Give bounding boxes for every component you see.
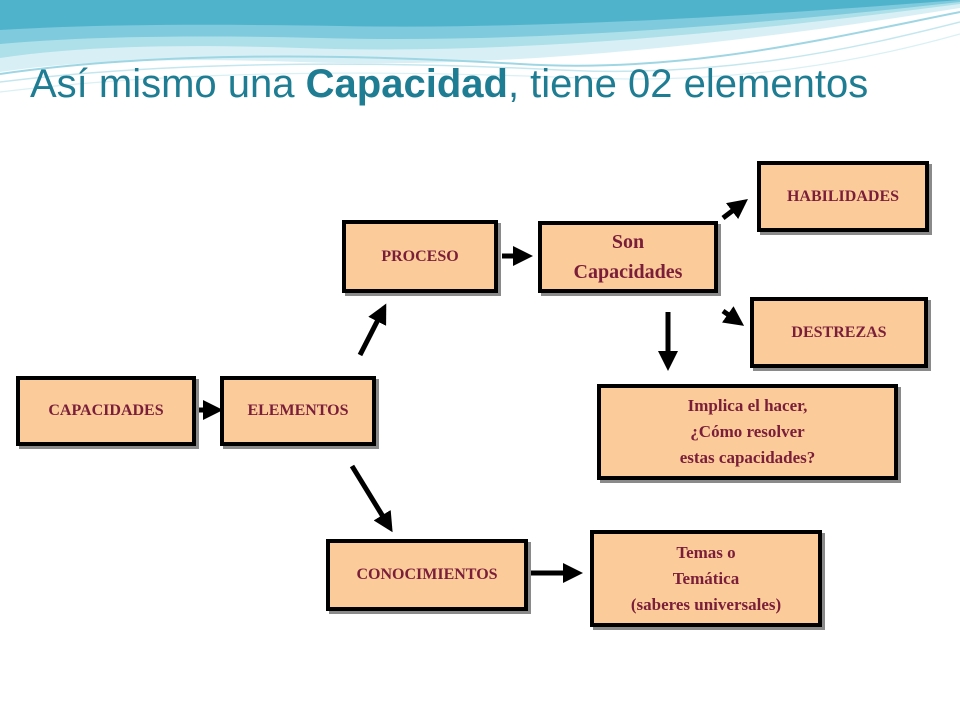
box-implica-line-1: Implica el hacer, (687, 396, 808, 415)
box-habilidades-label: HABILIDADES (786, 187, 900, 205)
box-elementos-label: ELEMENTOS (247, 402, 349, 419)
box-temas-line-2: Temática (672, 568, 740, 588)
title-bold: Capacidad (305, 62, 508, 106)
box-temas-line-3: (saberes universales) (630, 594, 782, 614)
arrow-elementos-proceso (357, 303, 387, 357)
box-implica: Implica el hacer, ¿Cómo resolver estas c… (597, 384, 898, 480)
slide-title: Así mismo una Capacidad, tiene 02 elemen… (30, 62, 950, 106)
arrow-son-habilidades (721, 198, 748, 220)
box-capacidades-label: CAPACIDADES (48, 402, 164, 419)
box-destrezas-label: DESTREZAS (791, 323, 887, 341)
box-conocimientos-label: CONOCIMIENTOS (356, 566, 498, 583)
box-temas: Temas o Temática (saberes universales) (590, 530, 822, 627)
box-destrezas: DESTREZAS (750, 297, 928, 368)
box-implica-line-3: estas capacidades? (679, 448, 816, 467)
box-capacidades: CAPACIDADES (16, 376, 196, 446)
box-elementos: ELEMENTOS (220, 376, 376, 446)
title-suffix: , tiene 02 elementos (507, 62, 869, 106)
box-proceso: PROCESO (342, 220, 498, 293)
box-son-capacidades: Son Capacidades (538, 221, 718, 293)
box-proceso-label: PROCESO (381, 247, 459, 265)
box-implica-line-2: ¿Cómo resolver (690, 422, 805, 441)
box-son-line-2: Capacidades (573, 261, 683, 283)
arrow-son-destrezas (721, 306, 745, 326)
box-habilidades: HABILIDADES (757, 161, 929, 232)
arrow-elementos-conocimientos (349, 464, 393, 533)
title-prefix: Así mismo una (30, 62, 306, 106)
header-wave-decoration (0, 0, 960, 93)
box-temas-line-1: Temas o (676, 542, 736, 562)
box-son-line-1: Son (611, 231, 645, 253)
box-conocimientos: CONOCIMIENTOS (326, 539, 528, 611)
